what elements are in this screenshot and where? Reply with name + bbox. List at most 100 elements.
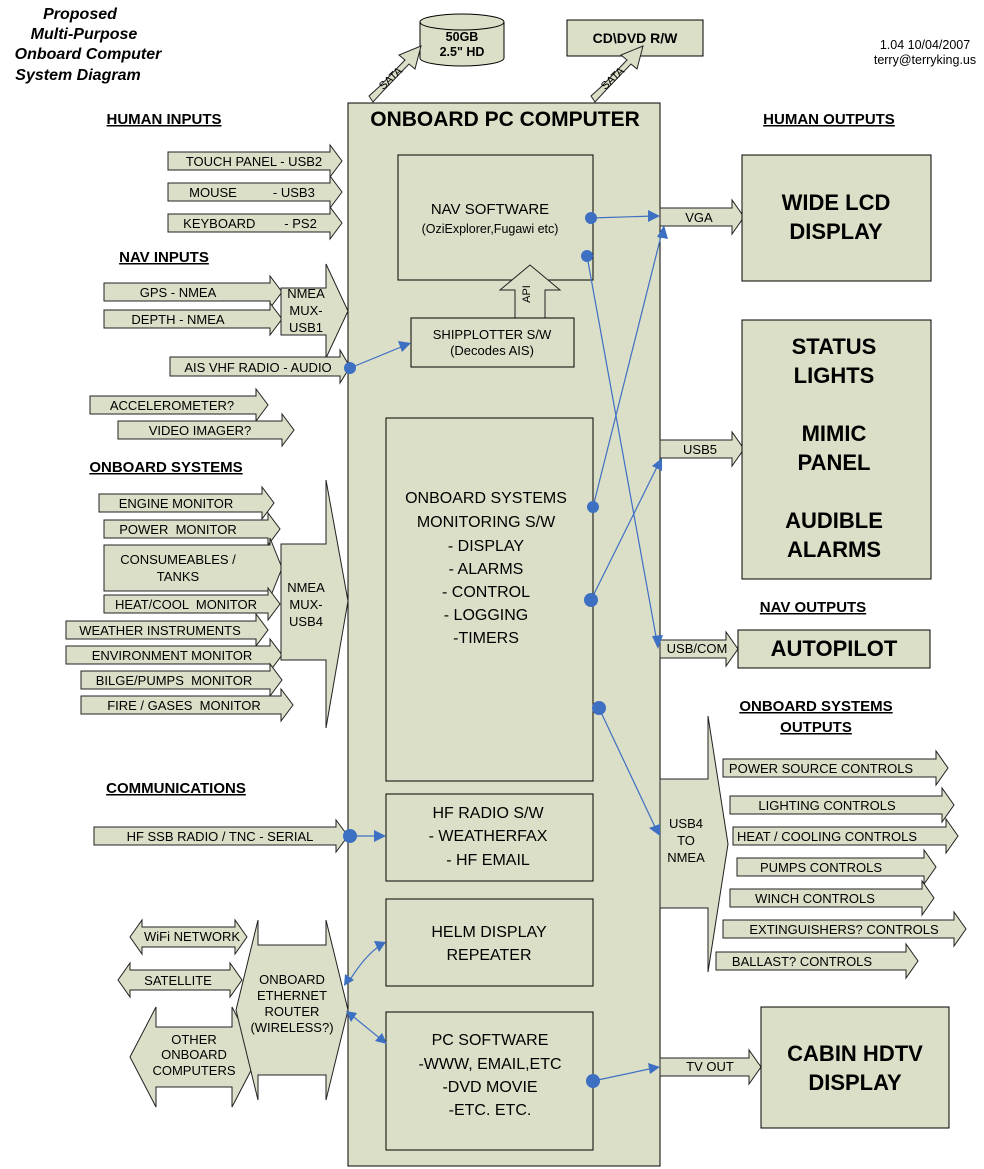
video-imager-label: VIDEO IMAGER? xyxy=(149,423,252,438)
arrowhead-icon xyxy=(657,225,668,239)
hdtv-label: DISPLAY xyxy=(808,1070,902,1095)
hf-radio-sw-box xyxy=(385,793,594,882)
onboard-input-label: POWER MONITOR xyxy=(119,522,236,537)
helm-line: REPEATER xyxy=(446,947,531,964)
control-arrow: BALLAST? CONTROLS xyxy=(715,942,919,980)
mux-label: MUX- xyxy=(289,303,322,318)
onboard-input-arrow: WEATHER INSTRUMENTS xyxy=(65,612,269,648)
arrowhead-icon xyxy=(374,830,386,842)
hf-sw-line: - WEATHERFAX xyxy=(429,828,548,845)
control-arrow: HEAT / COOLING CONTROLS xyxy=(732,817,959,855)
usb5-port-arrow: USB5 xyxy=(659,430,745,468)
monitoring-box xyxy=(385,417,594,782)
arrowhead-icon xyxy=(375,1033,387,1044)
accelerometer-label: ACCELEROMETER? xyxy=(110,398,234,413)
arrowhead-icon xyxy=(648,1063,660,1074)
status-line: MIMIC xyxy=(802,421,867,446)
pc-title: ONBOARD PC COMPUTER xyxy=(370,108,640,131)
onboard-input-label: TANKS xyxy=(157,569,200,584)
autopilot-label: AUTOPILOT xyxy=(771,636,898,661)
human-input-arrow: MOUSE - USB3 xyxy=(167,174,343,210)
monitoring-line: -TIMERS xyxy=(453,630,519,647)
title-line: Multi-Purpose xyxy=(31,26,138,43)
router-label: ETHERNET xyxy=(257,988,327,1003)
nav-input-label: DEPTH - NMEA xyxy=(131,312,225,327)
arrowhead-icon xyxy=(652,458,662,471)
nav-input-label: GPS - NMEA xyxy=(140,285,217,300)
connector-dot xyxy=(586,1074,600,1088)
version-label: 1.04 10/04/2007 xyxy=(880,38,970,52)
router-label: ONBOARD xyxy=(259,972,325,987)
nmea-mux-usb1: NMEA MUX- USB1 xyxy=(280,263,349,359)
human-input-arrow: KEYBOARD - PS2 xyxy=(167,205,343,241)
ais-label: AIS VHF RADIO - AUDIO xyxy=(184,360,331,375)
status-line: ALARMS xyxy=(787,537,881,562)
status-line: LIGHTS xyxy=(794,363,875,388)
pcsw-connector xyxy=(349,1013,383,1041)
router-label: ROUTER xyxy=(265,1004,320,1019)
control-label: HEAT / COOLING CONTROLS xyxy=(737,829,917,844)
onboard-input-arrow: ENGINE MONITOR xyxy=(98,485,275,521)
usb4-to-nmea: USB4 TO NMEA xyxy=(659,715,729,973)
arrowhead-icon xyxy=(398,341,411,352)
onboard-input-label: HEAT/COOL MONITOR xyxy=(115,597,257,612)
control-label: POWER SOURCE CONTROLS xyxy=(729,761,914,776)
usbcom-port-arrow: USB/COM xyxy=(659,630,739,668)
control-label: BALLAST? CONTROLS xyxy=(732,954,872,969)
connector-dot xyxy=(584,593,598,607)
other-computers-arrow: OTHER ONBOARD COMPUTERS xyxy=(129,1006,259,1108)
connector-dot xyxy=(585,212,597,224)
pc-sw-line: PC SOFTWARE xyxy=(432,1032,549,1049)
hf-ssb-arrow: HF SSB RADIO / TNC - SERIAL xyxy=(93,818,349,854)
status-line: STATUS xyxy=(792,334,877,359)
wide-lcd-box xyxy=(741,154,932,282)
status-line: AUDIBLE xyxy=(785,508,883,533)
mux-label: NMEA xyxy=(287,286,325,301)
arrowhead-icon xyxy=(344,974,354,986)
control-label: PUMPS CONTROLS xyxy=(760,860,882,875)
human-input-label: MOUSE - USB3 xyxy=(189,185,315,200)
control-label: WINCH CONTROLS xyxy=(755,891,875,906)
lcd-label: DISPLAY xyxy=(789,219,883,244)
helm-line: HELM DISPLAY xyxy=(431,924,547,941)
satellite-label: SATELLITE xyxy=(144,973,212,988)
control-arrow: PUMPS CONTROLS xyxy=(736,848,937,886)
monitoring-line: - CONTROL xyxy=(442,584,530,601)
nav-input-arrow: DEPTH - NMEA xyxy=(103,301,283,337)
usbcom-label: USB/COM xyxy=(667,641,728,656)
usb4-label: NMEA xyxy=(667,850,705,865)
monitoring-line: ONBOARD SYSTEMS xyxy=(405,490,567,507)
shipplotter-label: (Decodes AIS) xyxy=(450,343,534,358)
control-label: EXTINGUISHERS? CONTROLS xyxy=(749,922,939,937)
pc-sw-line: -WWW, EMAIL,ETC xyxy=(418,1056,561,1073)
cabin-hdtv-box xyxy=(760,1006,950,1129)
helm-display-box xyxy=(385,898,594,987)
mux-label: NMEA xyxy=(287,580,325,595)
control-arrow: EXTINGUISHERS? CONTROLS xyxy=(722,910,967,948)
hard-drive-icon xyxy=(419,13,505,67)
router-label: (WIRELESS?) xyxy=(250,1020,333,1035)
heading-communications: COMMUNICATIONS xyxy=(106,780,246,797)
cd-dvd-label: CD\DVD R/W xyxy=(593,30,679,46)
hd-label: 50GB xyxy=(446,30,479,44)
arrowhead-icon xyxy=(648,210,660,222)
nav-software-box xyxy=(397,154,594,281)
human-input-label: KEYBOARD - PS2 xyxy=(183,216,317,231)
connector-dot xyxy=(587,501,599,513)
control-arrow: POWER SOURCE CONTROLS xyxy=(722,749,949,787)
shipplotter-label: SHIPPLOTTER S/W xyxy=(433,327,552,342)
onboard-input-arrow: FIRE / GASES MONITOR xyxy=(80,687,294,723)
ais-connector xyxy=(349,344,407,369)
onboard-input-arrow: CONSUMEABLES / TANKS xyxy=(103,537,283,599)
heading-human-outputs: HUMAN OUTPUTS xyxy=(763,111,895,128)
mux-label: USB4 xyxy=(289,614,323,629)
title-line: System Diagram xyxy=(15,67,140,84)
ethernet-router: ONBOARD ETHERNET ROUTER (WIRELESS?) xyxy=(235,919,349,1101)
video-imager-arrow: VIDEO IMAGER? xyxy=(117,412,295,448)
nav-input-arrow: GPS - NMEA xyxy=(103,274,283,310)
connector-dot xyxy=(592,701,606,715)
hdtv-label: CABIN HDTV xyxy=(787,1041,923,1066)
control-arrow: WINCH CONTROLS xyxy=(729,879,935,917)
pc-sw-line: -ETC. ETC. xyxy=(449,1102,532,1119)
